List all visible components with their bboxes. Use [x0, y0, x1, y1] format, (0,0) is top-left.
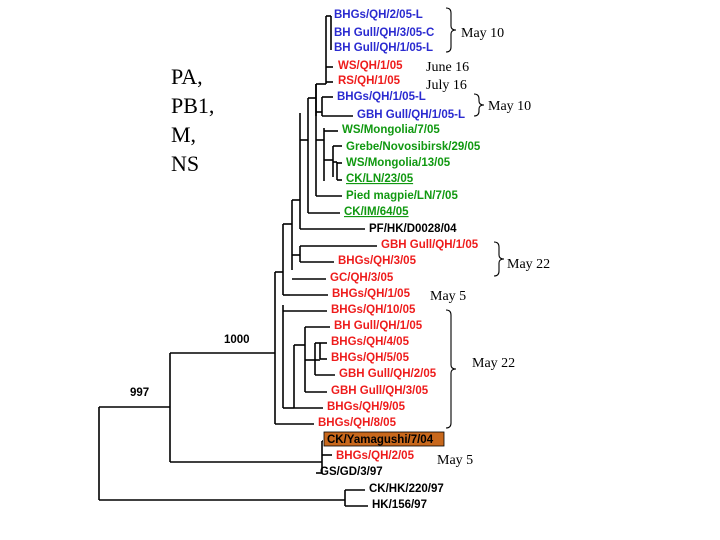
date-annotation: May 22 [507, 257, 550, 272]
bootstrap-value: 997 [130, 387, 149, 399]
leaf-label: GBH Gull/QH/2/05 [339, 368, 437, 380]
leaf-label: BHGs/QH/1/05-L [337, 91, 426, 103]
leaf-label: Grebe/Novosibirsk/29/05 [346, 141, 481, 153]
leaf-label: BHGs/QH/1/05 [332, 288, 411, 300]
leaf-label: BH Gull/QH/1/05-L [334, 42, 433, 54]
leaf-label: GS/GD/3/97 [320, 466, 383, 478]
group-bracket [473, 93, 485, 117]
leaf-label: GBH Gull/QH/1/05 [381, 239, 479, 251]
leaf-label: CK/IM/64/05 [344, 206, 409, 218]
date-annotation: May 10 [488, 99, 531, 114]
leaf-label: RS/QH/1/05 [338, 75, 401, 87]
leaf-label: WS/QH/1/05 [338, 60, 403, 72]
segment-label: NS [171, 151, 200, 176]
leaf-label: CK/Yamagushi/7/04 [327, 434, 434, 446]
leaf-label: BHGs/QH/5/05 [331, 352, 410, 364]
leaf-label: Pied magpie/LN/7/05 [346, 190, 458, 202]
date-annotation: May 5 [430, 289, 466, 304]
bootstrap-value: 1000 [224, 334, 250, 346]
leaf-label: GBH Gull/QH/3/05 [331, 385, 429, 397]
group-bracket [445, 309, 457, 429]
leaf-label: WS/Mongolia/13/05 [346, 157, 451, 169]
leaf-label: GBH Gull/QH/1/05-L [357, 109, 465, 121]
date-annotation: May 10 [461, 26, 504, 41]
leaf-label: PF/HK/D0028/04 [369, 223, 457, 235]
date-annotation: May 5 [437, 453, 473, 468]
leaf-label: BH Gull/QH/3/05-C [334, 27, 434, 39]
segment-label: M, [171, 122, 197, 147]
leaf-label: BH Gull/QH/1/05 [334, 320, 423, 332]
leaf-label: GC/QH/3/05 [330, 272, 394, 284]
leaf-label: BHGs/QH/3/05 [338, 255, 417, 267]
highlight-box [323, 431, 445, 447]
leaf-label: BHGs/QH/8/05 [318, 417, 397, 429]
leaf-label: BHGs/QH/9/05 [327, 401, 406, 413]
date-annotation: June 16 [426, 60, 469, 75]
gene-segments-label: PA, PB1, M, NS [171, 62, 214, 178]
date-annotation: July 16 [426, 78, 467, 93]
segment-label: PB1, [171, 93, 215, 118]
leaf-label: CK/LN/23/05 [346, 173, 414, 185]
leaf-label: BHGs/QH/2/05 [336, 450, 415, 462]
group-bracket [493, 241, 505, 277]
segment-label: PA, [171, 64, 203, 89]
leaf-label: BHGs/QH/2/05-L [334, 9, 423, 21]
leaf-label: WS/Mongolia/7/05 [342, 124, 440, 136]
leaf-label: BHGs/QH/10/05 [331, 304, 416, 316]
leaf-label: BHGs/QH/4/05 [331, 336, 410, 348]
group-bracket [445, 7, 457, 53]
date-annotation: May 22 [472, 356, 515, 371]
leaf-label: HK/156/97 [372, 499, 427, 511]
leaf-label: CK/HK/220/97 [369, 483, 444, 495]
